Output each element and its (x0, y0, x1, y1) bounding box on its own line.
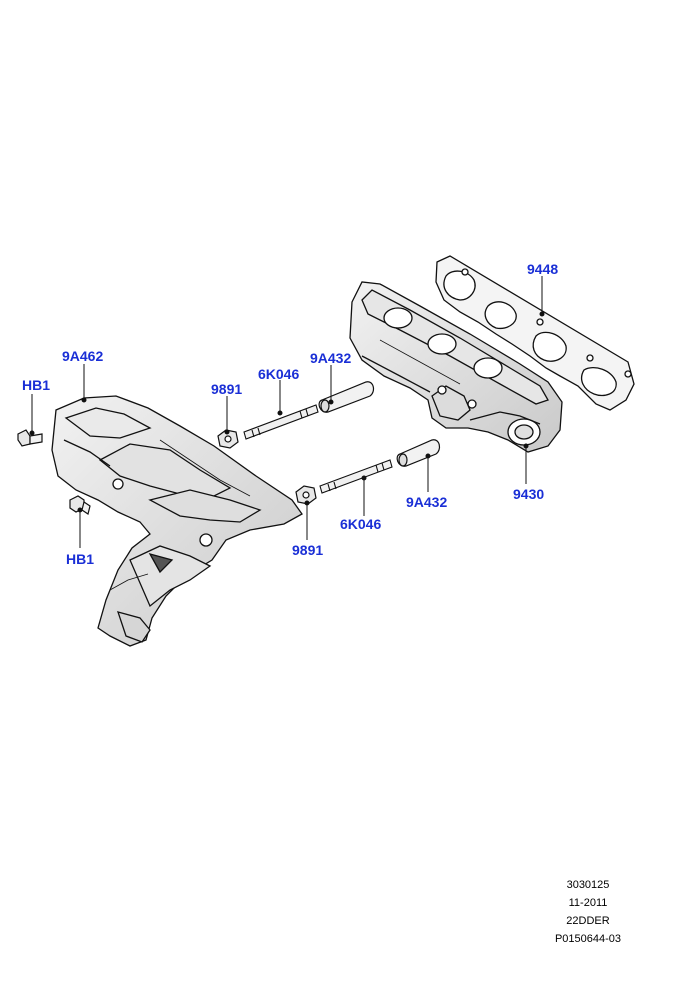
callout-spacer-lower: 9A432 (406, 494, 448, 510)
stud-upper-part (243, 404, 319, 440)
exhaust-manifold-part (349, 281, 563, 453)
footer-line-2: 11-2011 (568, 897, 608, 909)
heat-shield-part (51, 395, 303, 647)
callout-heat-shield: 9A462 (62, 348, 104, 364)
callout-gasket: 9448 (527, 261, 559, 277)
callout-manifold: 9430 (513, 486, 545, 502)
callout-nut-lower: 9891 (292, 542, 324, 558)
callout-bolt-lower: HB1 (66, 551, 95, 567)
footer-line-4: P0150644-03 (554, 933, 622, 945)
callout-spacer-upper: 9A432 (310, 350, 352, 366)
footer-line-3: 22DDER (566, 915, 610, 927)
stud-lower-part (319, 459, 393, 494)
callout-nut-upper: 9891 (211, 381, 243, 397)
spacer-lower-part (396, 439, 441, 467)
nut-lower-part (295, 485, 317, 505)
callout-bolt-upper: HB1 (22, 377, 51, 393)
leader-lines (29, 276, 545, 548)
callout-stud-upper: 6K046 (258, 366, 300, 382)
footer-line-1: 3030125 (566, 879, 610, 891)
spacer-upper-part (318, 381, 375, 413)
bolt-upper-part (17, 429, 43, 447)
callout-stud-lower: 6K046 (340, 516, 382, 532)
gasket-part (435, 255, 635, 411)
